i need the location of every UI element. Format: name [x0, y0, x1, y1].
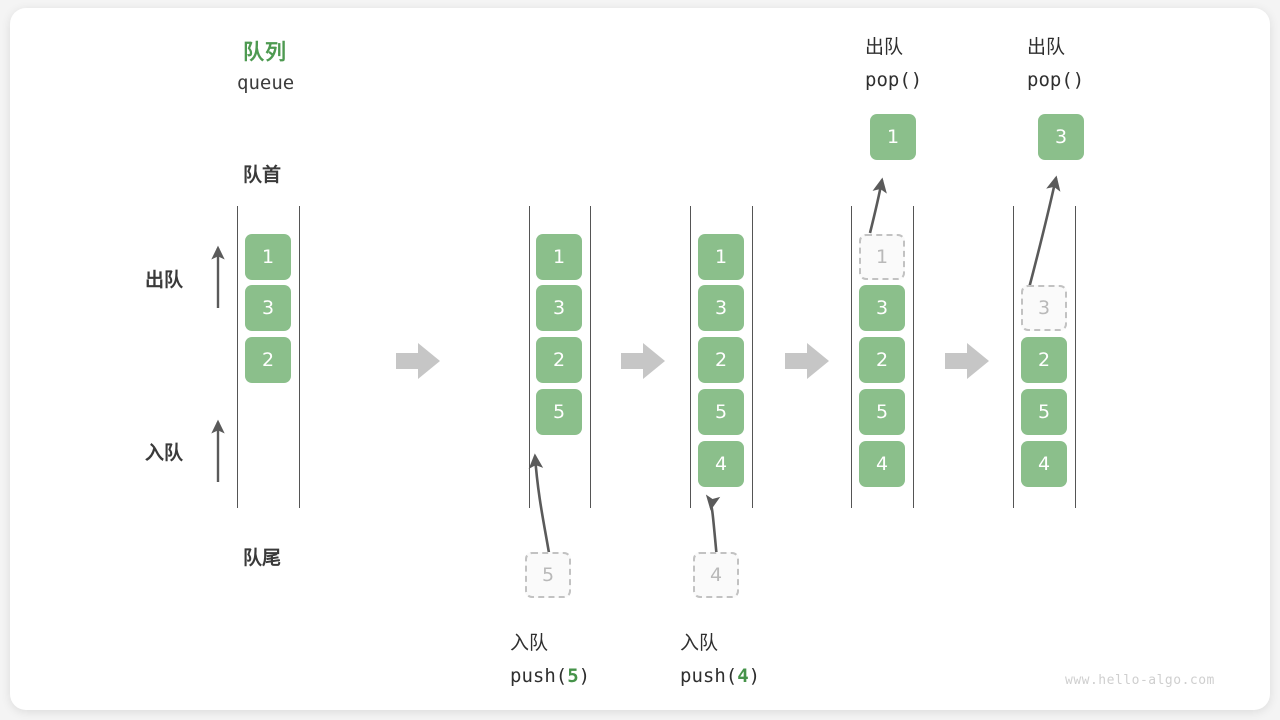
pop-op-label-cn: 出队 — [1027, 36, 1066, 58]
queue-cell: 2 — [1021, 337, 1067, 383]
popped-cell: 1 — [870, 114, 916, 160]
queue-rail-right — [913, 206, 914, 508]
incoming-cell: 5 — [525, 552, 571, 598]
queue-rail-left — [529, 206, 530, 508]
figure-title-cn: 队列 — [243, 40, 287, 64]
queue-rail-left — [237, 206, 238, 508]
figure-title-en: queue — [237, 72, 295, 94]
queue-cell: 2 — [536, 337, 582, 383]
queue-rail-left — [1013, 206, 1014, 508]
queue-cell: 2 — [859, 337, 905, 383]
figure-card: 队列 queue 队首 队尾 出队 入队 1 3 2 1 3 2 5 5 入队 … — [10, 8, 1270, 710]
queue-cell: 5 — [1021, 389, 1067, 435]
queue-rail-right — [1075, 206, 1076, 508]
queue-cell: 5 — [859, 389, 905, 435]
front-label: 队首 — [243, 164, 282, 186]
queue-rail-right — [299, 206, 300, 508]
queue-cell: 3 — [859, 285, 905, 331]
popped-cell: 3 — [1038, 114, 1084, 160]
queue-cell-dequeued: 1 — [859, 234, 905, 280]
queue-cell: 3 — [536, 285, 582, 331]
push-op-code: push(5) — [510, 665, 590, 687]
watermark: www.hello-algo.com — [1065, 673, 1215, 688]
pop-op-code: pop() — [1027, 69, 1085, 91]
queue-cell: 4 — [1021, 441, 1067, 487]
pop-op-label-cn: 出队 — [865, 36, 904, 58]
queue-cell: 5 — [698, 389, 744, 435]
stage-push-4: 1 3 2 5 4 4 入队 push(4) — [10, 8, 1270, 710]
dequeue-direction-label: 出队 — [145, 269, 184, 291]
queue-cell: 4 — [698, 441, 744, 487]
queue-cell: 2 — [245, 337, 291, 383]
rear-label: 队尾 — [243, 547, 282, 569]
queue-rail-left — [690, 206, 691, 508]
queue-cell: 2 — [698, 337, 744, 383]
push-op-code: push(4) — [680, 665, 760, 687]
queue-cell-dequeued: 3 — [1021, 285, 1067, 331]
queue-cell: 1 — [245, 234, 291, 280]
push-op-code-prefix: push( — [680, 665, 738, 687]
push-op-code-suffix: ) — [578, 665, 591, 687]
queue-cell: 3 — [245, 285, 291, 331]
stage-initial: 1 3 2 — [10, 8, 1270, 710]
queue-cell: 1 — [536, 234, 582, 280]
stage-pop-1: 1 3 2 5 4 1 出队 pop() — [10, 8, 1270, 710]
queue-rail-right — [590, 206, 591, 508]
push-op-label-cn: 入队 — [510, 632, 549, 654]
enqueue-direction-label: 入队 — [145, 442, 184, 464]
queue-cell: 1 — [698, 234, 744, 280]
push-op-code-value: 4 — [737, 665, 749, 687]
queue-rail-left — [851, 206, 852, 508]
push-op-label-cn: 入队 — [680, 632, 719, 654]
push-op-code-suffix: ) — [748, 665, 761, 687]
push-op-code-value: 5 — [567, 665, 579, 687]
incoming-cell: 4 — [693, 552, 739, 598]
queue-cell: 3 — [698, 285, 744, 331]
stage-pop-3: 3 2 5 4 3 出队 pop() — [10, 8, 1270, 710]
push-op-code-prefix: push( — [510, 665, 568, 687]
stage-push-5: 1 3 2 5 5 入队 push(5) — [10, 8, 1270, 710]
queue-cell: 5 — [536, 389, 582, 435]
queue-rail-right — [752, 206, 753, 508]
queue-cell: 4 — [859, 441, 905, 487]
pop-op-code: pop() — [865, 69, 923, 91]
